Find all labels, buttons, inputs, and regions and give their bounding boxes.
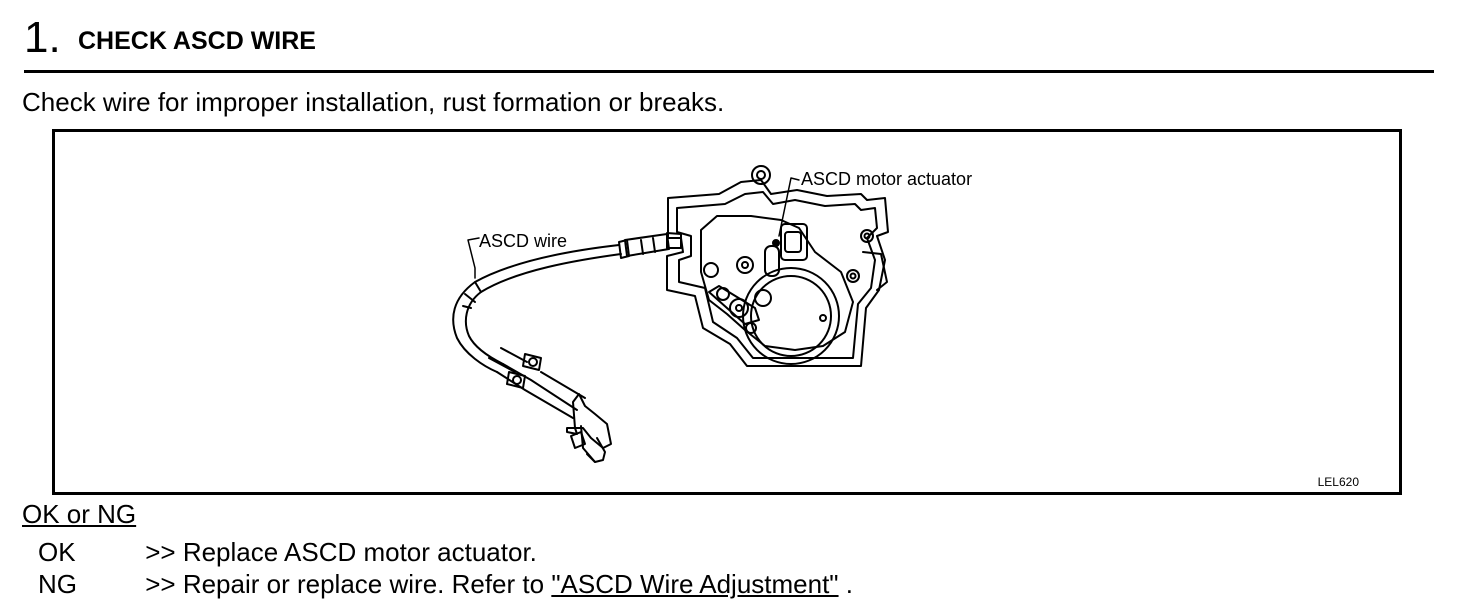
- step-title: CHECK ASCD WIRE: [78, 27, 316, 55]
- ascd-wire-figure: ASCD wire ASCD motor actuator LEL620: [52, 129, 1402, 495]
- step-header: 1. CHECK ASCD WIRE: [24, 10, 1434, 73]
- result-code-ng: NG: [38, 569, 77, 599]
- ascd-motor-actuator-label: ASCD motor actuator: [801, 169, 973, 189]
- ok-or-ng-heading: OK or NG: [22, 499, 137, 529]
- result-ok: OK >> Replace ASCD motor actuator.: [38, 536, 537, 568]
- result-text-ng: >> Repair or replace wire. Refer to "ASC…: [145, 569, 853, 599]
- result-text-ng-prefix: >> Repair or replace wire. Refer to: [145, 569, 545, 599]
- result-code-ok: OK: [38, 537, 76, 567]
- ascd-wire-label: ASCD wire: [479, 231, 568, 251]
- figure-code: LEL620: [1317, 475, 1359, 489]
- ascd-wire-adjustment-link[interactable]: "ASCD Wire Adjustment": [551, 569, 839, 599]
- result-ng: NG >> Repair or replace wire. Refer to "…: [38, 568, 853, 600]
- instruction-text: Check wire for improper installation, ru…: [22, 87, 725, 117]
- result-text-ok: >> Replace ASCD motor actuator.: [145, 537, 537, 567]
- result-text-ng-suffix: .: [838, 569, 853, 599]
- step-number: 1.: [24, 13, 61, 62]
- ascd-actuator-illustration: [452, 165, 889, 463]
